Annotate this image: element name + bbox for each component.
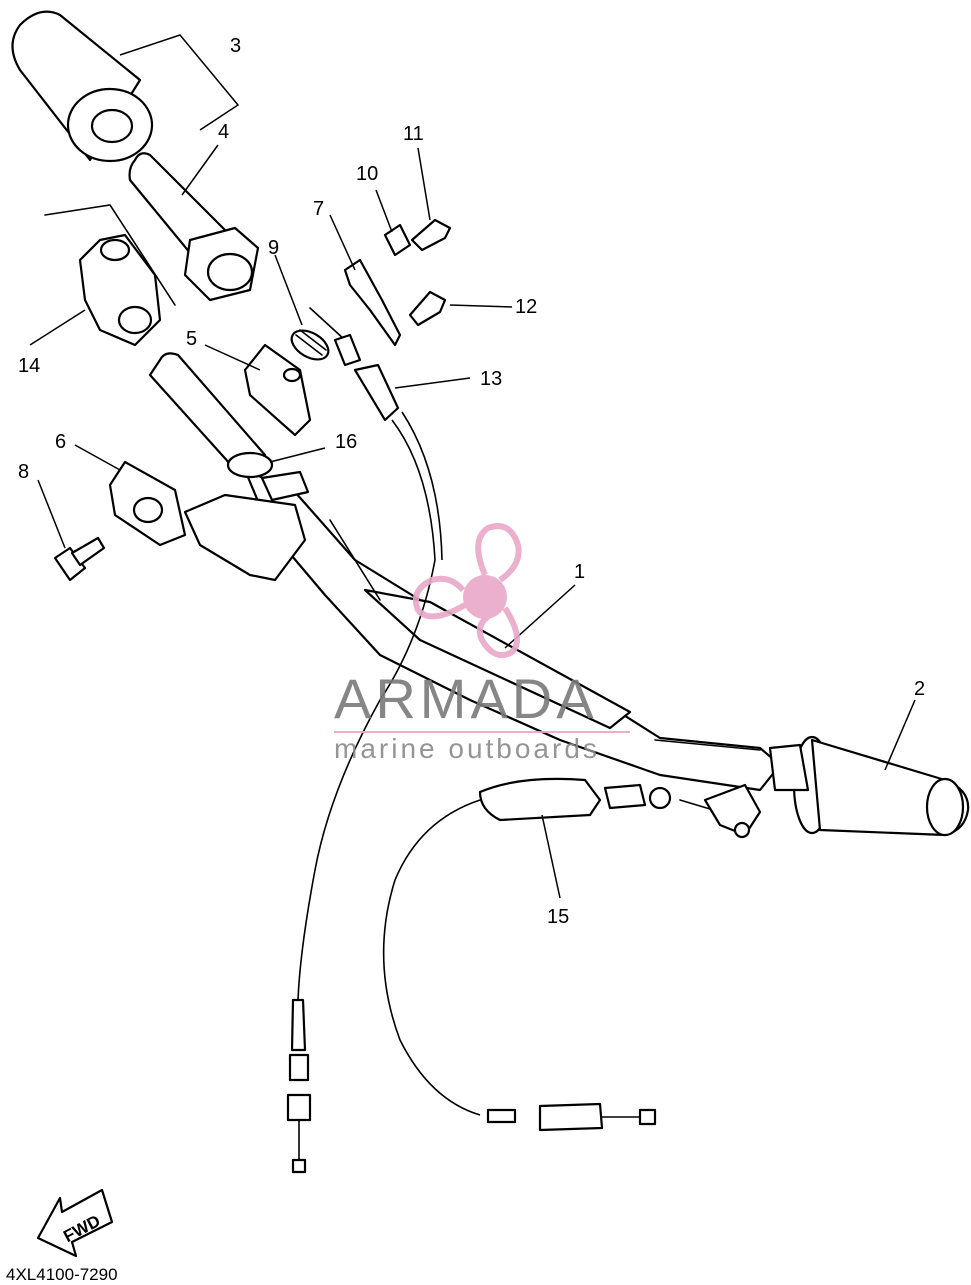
watermark-subtitle: marine outboards (334, 733, 600, 764)
nut (383, 223, 412, 257)
right-grip (768, 735, 970, 837)
throttle-cover (243, 343, 312, 437)
part-label-4: 4 (218, 121, 229, 143)
fwd-arrow-icon: FWD (36, 1188, 114, 1258)
part-label-10: 10 (356, 163, 378, 185)
throttle-holder (44, 204, 176, 347)
part-label-16: 16 (335, 431, 357, 453)
part-label-1: 1 (574, 561, 585, 583)
watermark: ARMADA marine outboards (334, 523, 630, 764)
part-number-labels: 1 2 3 4 5 6 7 8 9 10 11 12 13 14 15 16 (18, 35, 925, 928)
throttle-tube (128, 152, 260, 302)
part-label-7: 7 (313, 198, 324, 220)
clutch-cable (382, 777, 762, 1132)
part-label-15: 15 (547, 906, 569, 928)
bolt (53, 536, 106, 582)
part-label-13: 13 (480, 368, 502, 390)
throttle-cable (286, 333, 443, 1174)
screw-lower (408, 290, 447, 327)
part-label-11: 11 (403, 123, 424, 145)
screw-upper (410, 218, 452, 252)
diagram-code: 4XL4100-7290 (6, 1265, 118, 1284)
part-label-5: 5 (186, 328, 197, 350)
part-label-6: 6 (55, 431, 66, 453)
watermark-title: ARMADA (334, 667, 598, 730)
left-grip (11, 10, 154, 163)
part-label-2: 2 (914, 678, 925, 700)
part-label-12: 12 (515, 296, 537, 318)
part-label-3: 3 (230, 35, 241, 57)
part-label-14: 14 (18, 355, 40, 377)
cable-plate (309, 258, 402, 347)
holder-lower (108, 460, 187, 547)
adjuster (290, 329, 330, 361)
part-label-8: 8 (18, 461, 29, 483)
collar (226, 451, 310, 502)
switch-housing (183, 493, 307, 582)
part-label-9: 9 (268, 237, 279, 259)
propeller-logo-icon (412, 523, 522, 658)
